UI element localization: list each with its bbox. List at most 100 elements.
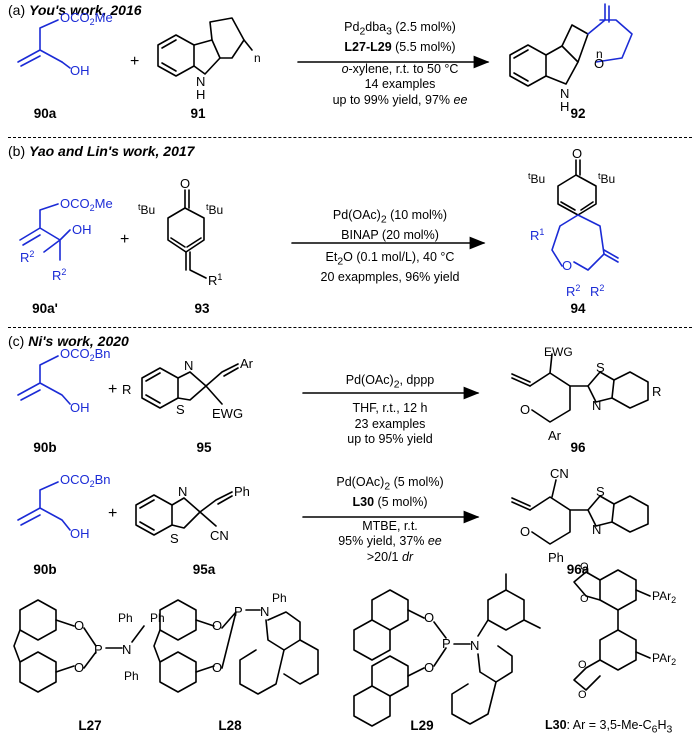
label-90b-2: 90b	[33, 562, 57, 577]
ligand-L27: O O P N Ph Ph Ph	[13, 599, 165, 693]
svg-text:n: n	[596, 47, 603, 61]
conditions-c2: Pd(OAc)2 (5 mol%) L30 (5 mol%) MTBE, r.t…	[336, 475, 444, 564]
header-a: (a) You's work, 2016	[8, 2, 142, 18]
svg-text:P: P	[442, 636, 451, 651]
svg-text:R: R	[652, 384, 661, 399]
svg-text:O: O	[180, 176, 190, 191]
svg-text:Ph: Ph	[124, 669, 139, 683]
svg-text:Ph: Ph	[118, 611, 133, 625]
ligand-L30: O O O O PAr2 PAr2	[573, 561, 676, 701]
svg-text:Ph: Ph	[150, 611, 165, 625]
svg-text:O: O	[562, 258, 572, 273]
svg-text:CN: CN	[210, 528, 229, 543]
svg-text:N: N	[122, 642, 131, 657]
svg-text:S: S	[596, 484, 605, 499]
label-92: 92	[570, 106, 586, 121]
svg-text:R1: R1	[530, 227, 544, 243]
conditions-a: Pd2dba3 (2.5 mol%) L27-L29 (5.5 mol%) o-…	[332, 20, 468, 107]
svg-text:Ph: Ph	[272, 591, 287, 605]
svg-text:OCO2Bn: OCO2Bn	[60, 472, 111, 489]
molecule-93: O tBu tBu R1	[138, 176, 223, 288]
ligand-L28: O O P N Ph	[153, 591, 319, 695]
label-L28: L28	[218, 718, 242, 733]
svg-text:R2: R2	[590, 283, 604, 299]
svg-text:OCO2Bn: OCO2Bn	[60, 346, 111, 363]
svg-text:H: H	[560, 99, 569, 114]
svg-text:PAr2: PAr2	[652, 589, 676, 605]
molecule-94: O tBu tBu O R1 R2 R2	[528, 146, 619, 299]
molecule-90b: OCO2Bn OH	[17, 346, 111, 415]
header-c: (c) Ni's work, 2020	[8, 333, 129, 349]
svg-text:OCO2Me: OCO2Me	[60, 196, 113, 213]
svg-text:Ph: Ph	[548, 550, 564, 565]
svg-text:P: P	[94, 642, 103, 657]
ligand-L29: O O P N	[353, 573, 541, 727]
svg-text:n: n	[254, 51, 261, 65]
svg-text:O: O	[74, 618, 84, 633]
svg-text:O: O	[580, 593, 589, 605]
molecule-90a: OCO2Me OH	[17, 10, 113, 78]
label-90a: 90a	[33, 106, 57, 121]
svg-text:EWG: EWG	[212, 406, 243, 421]
o-text-92: O	[594, 56, 604, 71]
svg-text:O: O	[520, 524, 530, 539]
svg-text:H: H	[196, 87, 205, 102]
svg-text:+: +	[120, 231, 129, 248]
divider-bc	[8, 327, 692, 328]
svg-text:tBu: tBu	[206, 202, 223, 217]
svg-text:O: O	[520, 402, 530, 417]
svg-text:N: N	[260, 604, 269, 619]
molecule-90b-2: OCO2Bn OH	[17, 472, 111, 541]
molecule-96a: CN O Ph S N	[511, 466, 649, 565]
svg-text:EWG: EWG	[544, 345, 573, 359]
conditions-b: Pd(OAc)2 (10 mol%) BINAP (20 mol%) Et2O …	[320, 208, 460, 284]
svg-text:R2: R2	[52, 267, 66, 283]
svg-text:+: +	[108, 505, 117, 522]
svg-text:N: N	[592, 398, 601, 413]
oco2me-text: OCO2Me	[60, 10, 113, 27]
svg-text:P: P	[234, 604, 243, 619]
molecule-90a-prime: OCO2Me OH R2 R2	[19, 196, 113, 283]
svg-text:O: O	[580, 561, 589, 573]
label-95a: 95a	[192, 562, 216, 577]
label-95: 95	[196, 440, 212, 455]
svg-text:R2: R2	[20, 249, 34, 265]
svg-text:Ph: Ph	[234, 484, 250, 499]
svg-text:Ar: Ar	[240, 356, 254, 371]
molecule-96: EWG O Ar S N R	[511, 345, 661, 443]
svg-text:R: R	[122, 382, 131, 397]
header-b: (b) Yao and Lin's work, 2017	[8, 143, 195, 159]
label-91: 91	[190, 106, 206, 121]
svg-text:O: O	[74, 660, 84, 675]
svg-text:Ar: Ar	[548, 428, 562, 443]
svg-text:O: O	[424, 610, 434, 625]
svg-text:OH: OH	[72, 222, 92, 237]
svg-text:tBu: tBu	[528, 171, 545, 186]
svg-text:+: +	[108, 381, 117, 398]
label-90b: 90b	[33, 440, 57, 455]
svg-text:CN: CN	[550, 466, 569, 481]
nh-text-91: N	[196, 74, 205, 89]
svg-text:N: N	[178, 484, 187, 499]
svg-text:OH: OH	[70, 400, 90, 415]
svg-text:O: O	[212, 660, 222, 675]
conditions-c1: Pd(OAc)2, dppp THF, r.t., 12 h 23 exampl…	[345, 373, 435, 446]
molecule-95: N S R Ar EWG	[122, 356, 254, 421]
molecule-95a: N S Ph CN	[135, 484, 250, 546]
label-94: 94	[570, 301, 586, 316]
svg-text:S: S	[170, 531, 179, 546]
label-L29: L29	[410, 718, 434, 733]
svg-text:S: S	[596, 360, 605, 375]
nh-text-92: N	[560, 86, 569, 101]
label-L30: L30: Ar = 3,5-Me-C6H3	[545, 718, 673, 736]
svg-text:R2: R2	[566, 283, 580, 299]
divider-ab	[8, 137, 692, 138]
svg-text:O: O	[212, 618, 222, 633]
svg-text:O: O	[572, 146, 582, 161]
svg-text:OH: OH	[70, 526, 90, 541]
svg-text:R1: R1	[208, 272, 222, 288]
svg-text:PAr2: PAr2	[652, 651, 676, 667]
label-L27: L27	[78, 718, 102, 733]
oh-text: OH	[70, 63, 90, 78]
